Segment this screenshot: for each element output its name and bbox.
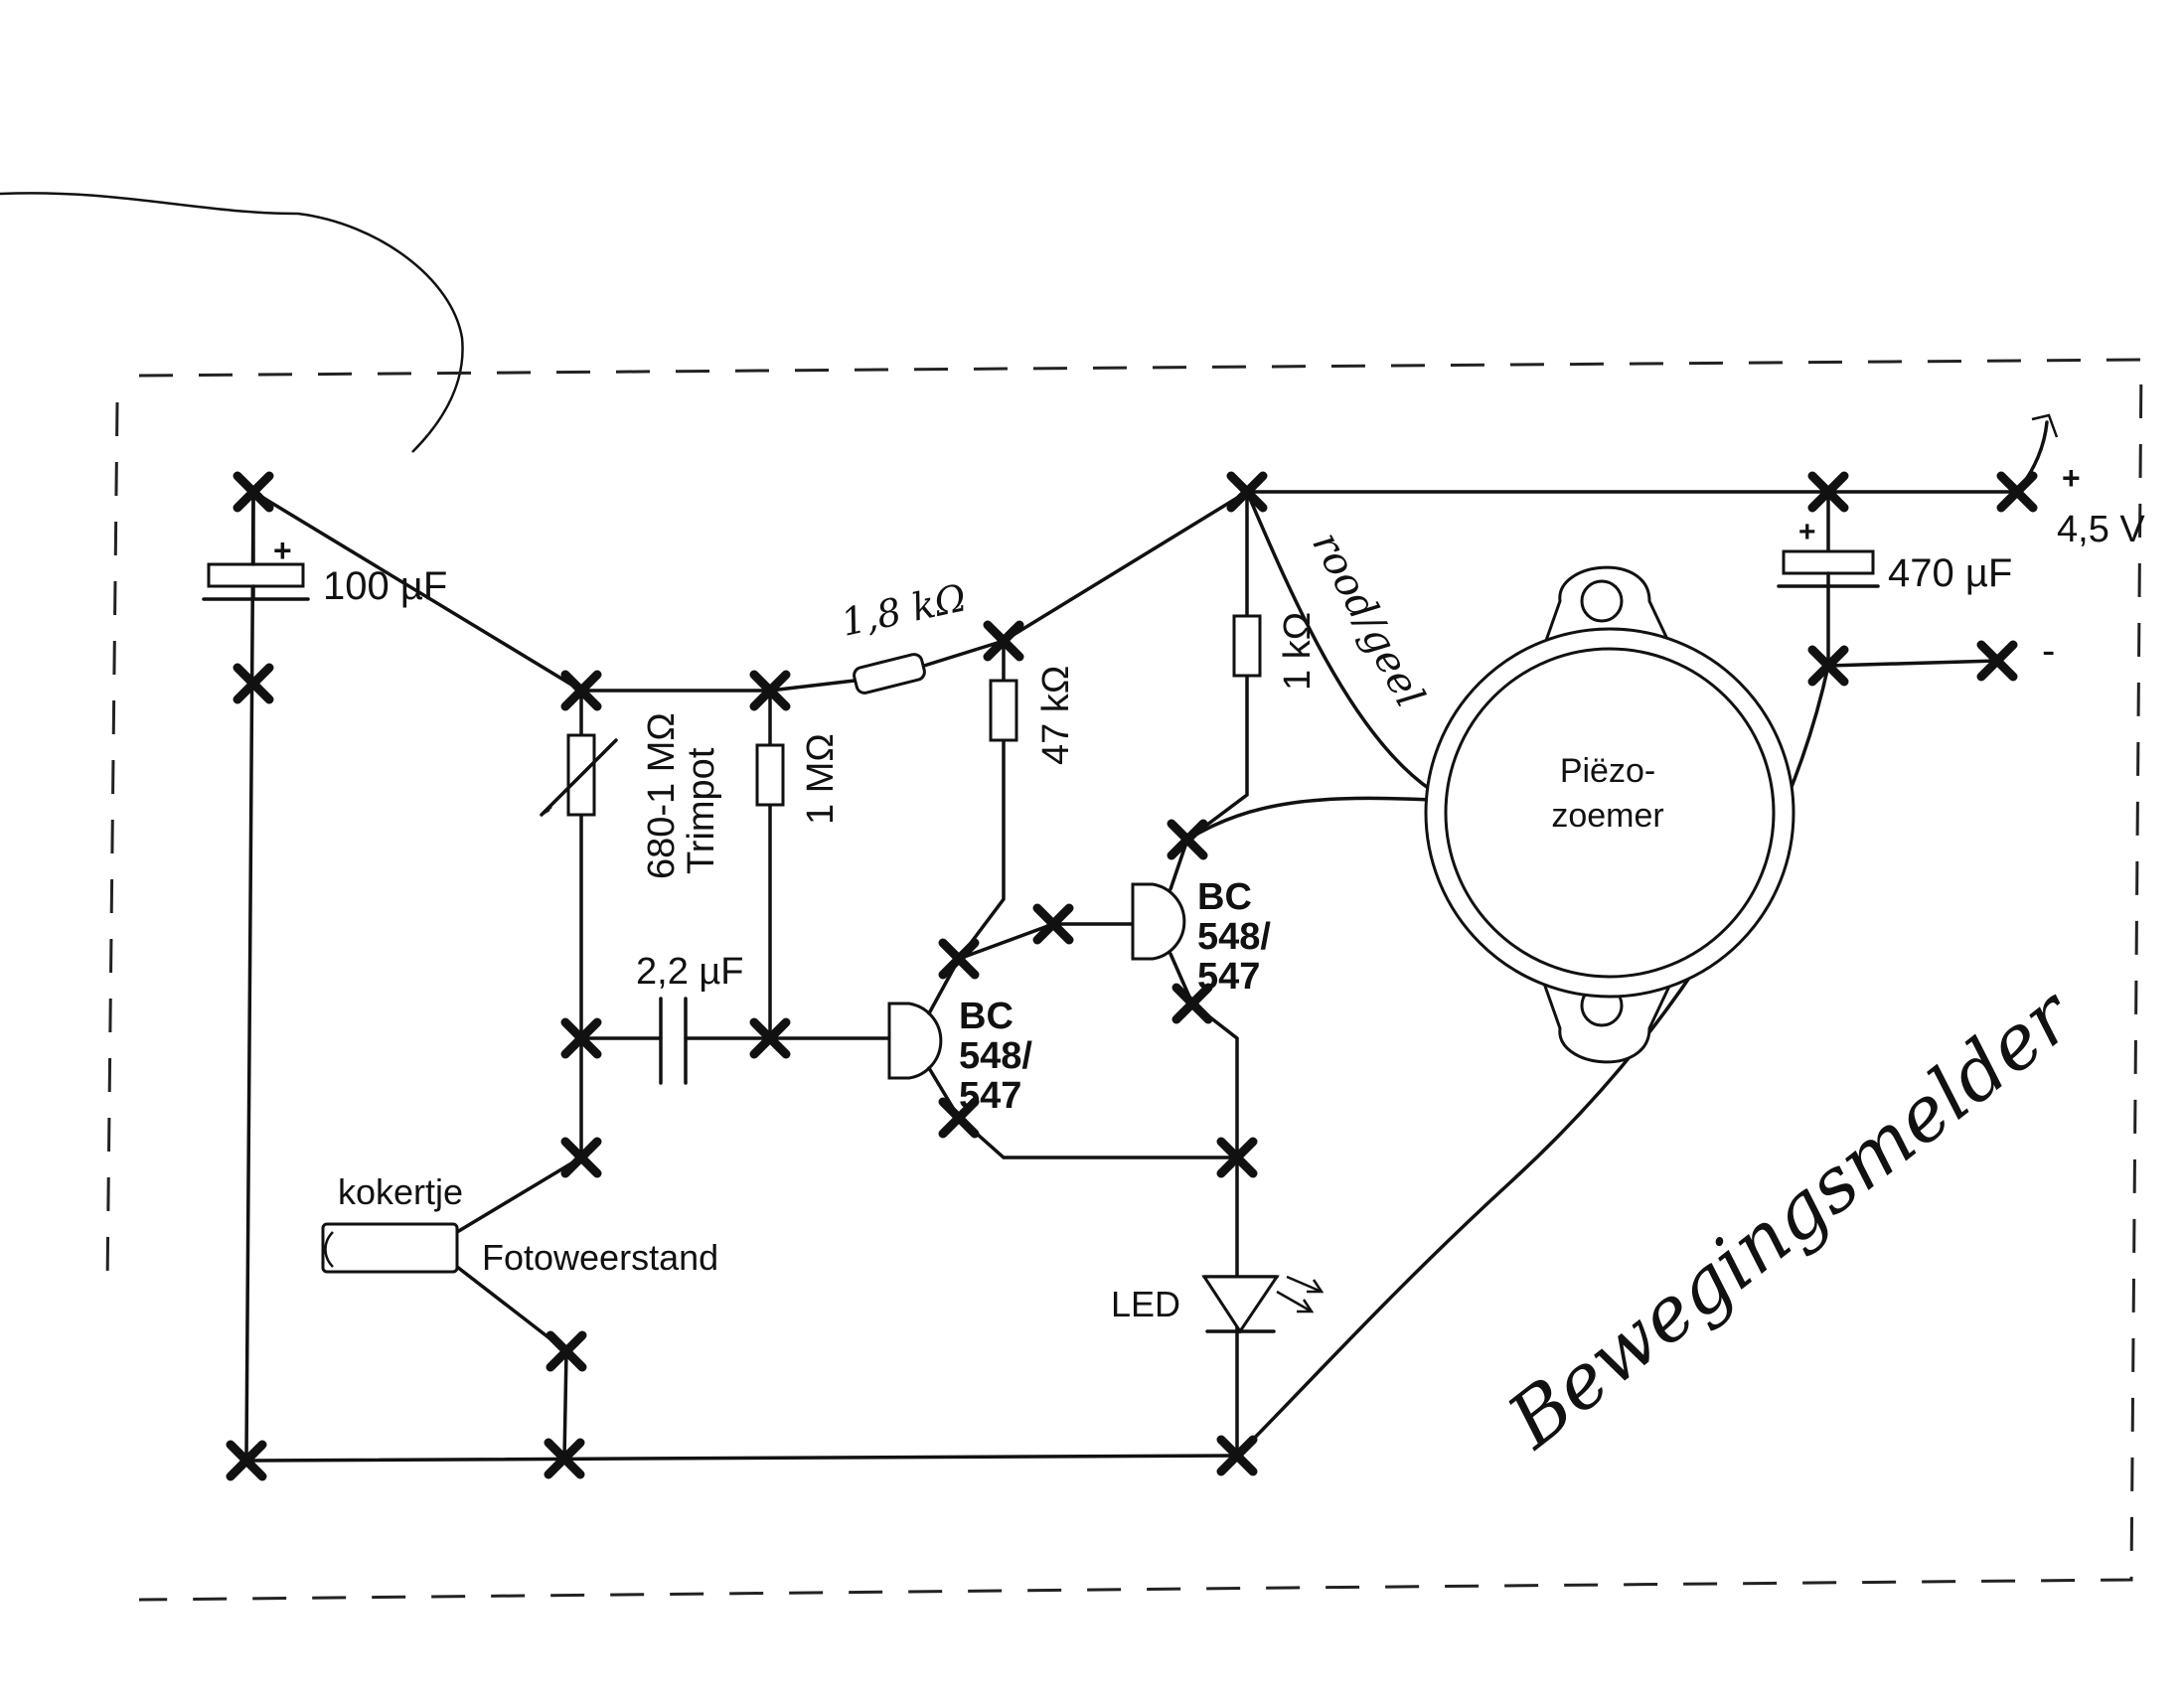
- solder-point: [546, 1330, 587, 1372]
- solder-point: [1226, 471, 1268, 513]
- resistor-47k: [989, 679, 1018, 742]
- supply-minus-label: -: [2042, 629, 2055, 673]
- solder-point: [983, 620, 1024, 662]
- resistor-1k: [1232, 614, 1262, 678]
- piezo-buzzer: [1424, 565, 1795, 1064]
- solder-point: [1167, 819, 1208, 860]
- resistor-1k-label: 1 kΩ: [1277, 612, 1319, 691]
- photoresistor: [321, 1222, 459, 1274]
- capacitor-470uf: [1777, 549, 1880, 588]
- plus-470-label: +: [1798, 516, 1816, 548]
- capacitor-100uf-label: 100 µF: [323, 564, 447, 608]
- solder-point: [749, 1017, 791, 1059]
- piezo-label-line1: Piëzo-: [1560, 752, 1655, 790]
- solder-point: [938, 938, 980, 980]
- solder-point: [544, 1438, 585, 1479]
- t2-label-line2: 548/: [1197, 916, 1271, 958]
- solder-point: [233, 471, 274, 513]
- solder-point: [1976, 640, 2018, 682]
- resistor-1m-label: 1 MΩ: [800, 733, 842, 825]
- transistor-t2: [1131, 838, 1194, 1005]
- solder-point: [1216, 1137, 1258, 1178]
- wire-note-label: rood/geel: [1303, 525, 1433, 714]
- plus-100-label: +: [273, 533, 292, 568]
- solder-point: [938, 1097, 980, 1139]
- kokertje-label: kokertje: [338, 1171, 463, 1212]
- solder-point: [1171, 983, 1213, 1024]
- resistor-1m: [755, 743, 785, 807]
- solder-point: [1807, 471, 1849, 513]
- led: [1201, 1275, 1325, 1334]
- led-label: LED: [1111, 1284, 1180, 1324]
- trimpot-name-label: Trimpot: [681, 747, 722, 874]
- piezo-label-line2: zoemer: [1551, 797, 1663, 835]
- dashed-border: [138, 358, 2143, 1602]
- trimpot: [540, 733, 618, 817]
- resistor-1k8-label: 1,8 kΩ: [838, 575, 970, 644]
- t2-label-line3: 547: [1197, 956, 1260, 998]
- resistor-47k-label: 47 kΩ: [1035, 666, 1077, 765]
- capacitor-470uf-label: 470 µF: [1888, 551, 2012, 595]
- t1-label-line2: 548/: [959, 1035, 1032, 1077]
- t2-label-line1: BC: [1197, 876, 1252, 918]
- trimpot-value-label: 680-1 MΩ: [641, 712, 683, 879]
- capacitor-2u2f-label: 2,2 µF: [636, 951, 744, 993]
- photoresistor-label: Fotoweerstand: [482, 1237, 718, 1278]
- solder-point: [1216, 1435, 1258, 1476]
- solder-point: [1996, 471, 2038, 513]
- solder-point: [560, 1017, 602, 1059]
- capacitor-100uf: [202, 490, 310, 601]
- supply-plus-label: +: [2062, 460, 2081, 496]
- dashed-border-left: [105, 401, 119, 1288]
- solder-point: [560, 1137, 602, 1178]
- solder-point: [560, 670, 602, 711]
- paper-crease: [0, 192, 464, 453]
- solder-points: [226, 471, 2038, 1481]
- solder-point: [1032, 903, 1074, 945]
- solder-point: [226, 1440, 267, 1481]
- solder-point: [749, 670, 791, 711]
- transistor-t1: [887, 957, 961, 1120]
- resistor-1k8: [853, 653, 926, 695]
- t1-label-line3: 547: [959, 1075, 1021, 1117]
- t1-label-line1: BC: [959, 996, 1014, 1037]
- supply-voltage-label: 4,5 V: [2057, 509, 2145, 550]
- solder-point: [1807, 645, 1849, 687]
- solder-point: [233, 663, 274, 704]
- capacitor-2u2f: [659, 997, 688, 1085]
